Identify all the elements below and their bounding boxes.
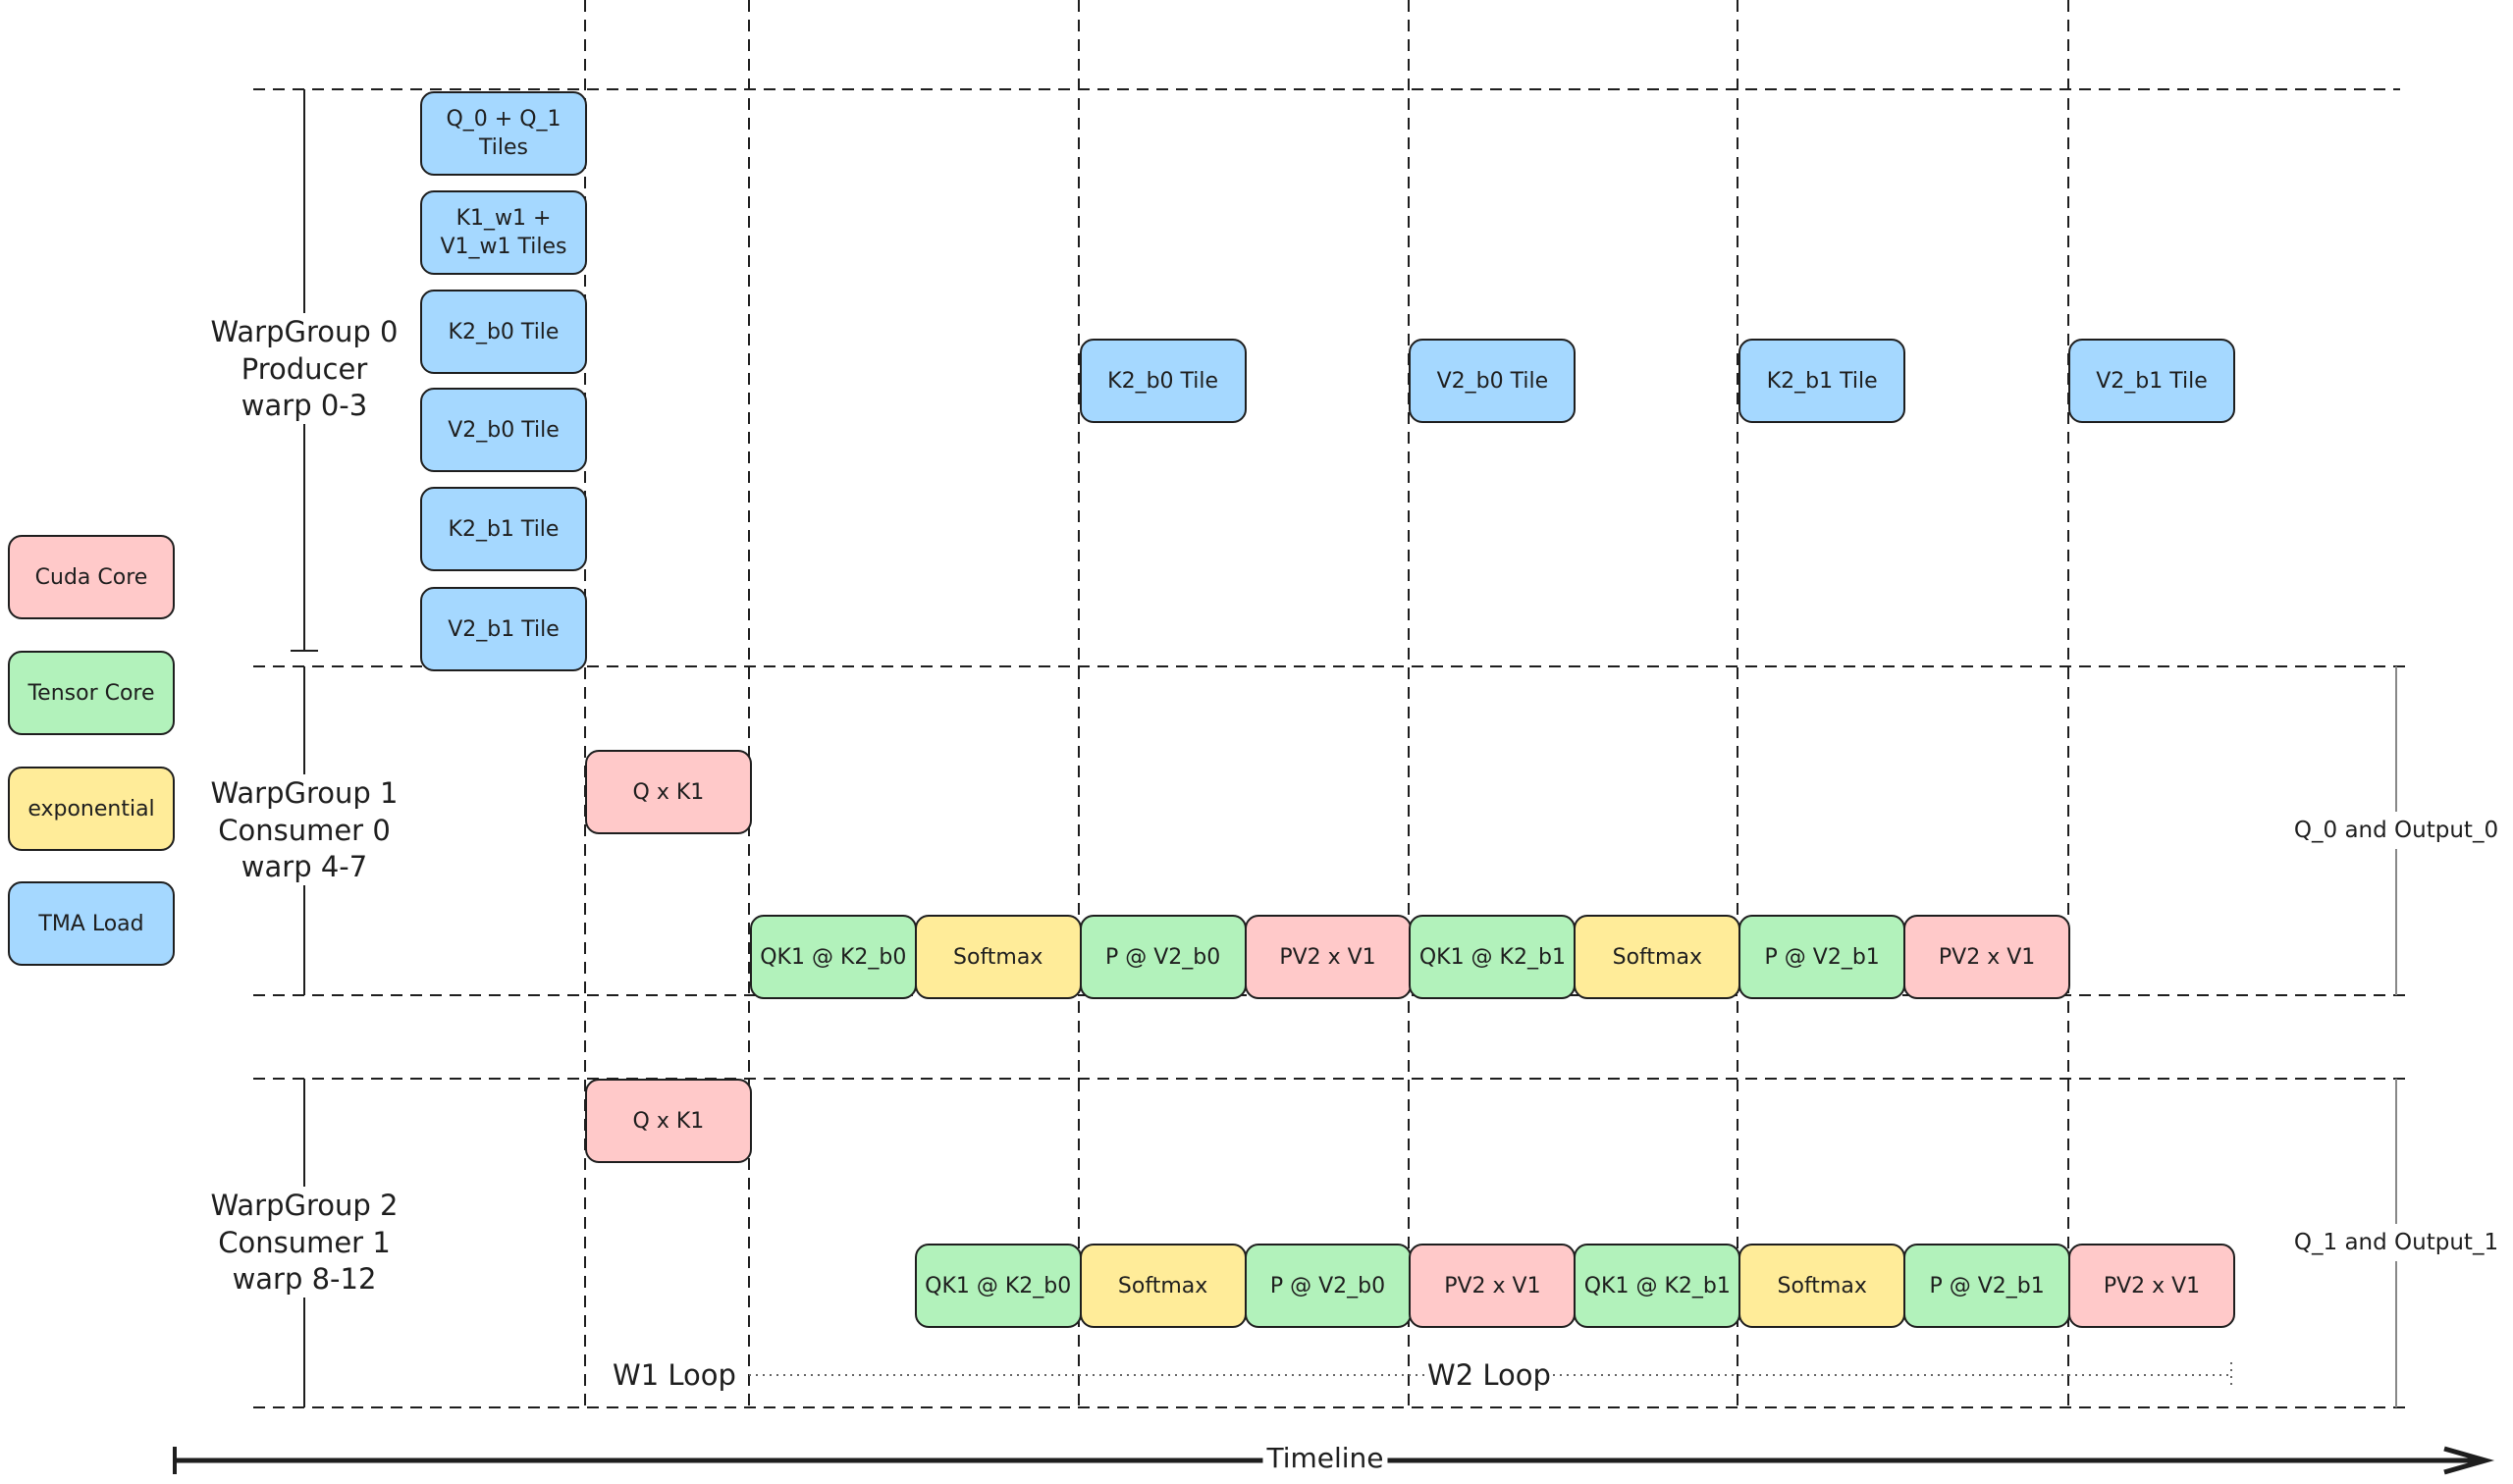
tma-load-box: V2_b0 Tile	[1409, 339, 1577, 423]
exponential-box: Softmax	[914, 915, 1082, 999]
tensor-core-box: QK1 @ K2_b0	[749, 915, 917, 999]
warpgroup-label-line: warp 8-12	[232, 1260, 377, 1298]
cuda-core-box: PV2 x V1	[1244, 915, 1412, 999]
cuda-core-box: PV2 x V1	[1409, 1244, 1577, 1328]
exponential-box: Softmax	[1574, 915, 1741, 999]
warpgroup-label-line: warp 4-7	[241, 848, 368, 885]
tensor-core-box: P @ V2_b0	[1244, 1244, 1412, 1328]
timeline-label: Timeline	[1262, 1440, 1388, 1477]
tensor-core-box: P @ V2_b0	[1079, 915, 1247, 999]
warpgroup-label-line: Consumer 0	[218, 812, 391, 849]
exponential-box: Softmax	[1738, 1244, 1906, 1328]
tensor-core-box: P @ V2_b1	[1738, 915, 1906, 999]
tma-load-box: K2_b0 Tile	[420, 290, 587, 374]
tma-load-box: K2_b1 Tile	[1738, 339, 1906, 423]
legend-exponential: exponential	[8, 767, 175, 851]
tma-load-box: V2_b1 Tile	[2068, 339, 2235, 423]
tma-load-box: K2_b0 Tile	[1079, 339, 1247, 423]
tma-load-box: V2_b1 Tile	[420, 587, 587, 671]
tma-load-box: Q_0 + Q_1 Tiles	[420, 91, 587, 176]
legend-cuda_core: Cuda Core	[8, 535, 175, 619]
tensor-core-box: QK1 @ K2_b1	[1409, 915, 1577, 999]
w2-loop-label: W2 Loop	[1427, 1356, 1551, 1394]
warpgroup-label-line: Consumer 1	[218, 1224, 391, 1261]
cuda-core-box: Q x K1	[584, 1079, 752, 1163]
tensor-core-box: QK1 @ K2_b1	[1574, 1244, 1741, 1328]
cuda-core-box: Q x K1	[584, 750, 752, 834]
legend-tma_load: TMA Load	[8, 881, 175, 966]
warpgroup-label-line: WarpGroup 0	[210, 313, 399, 350]
warpgroup-label-line: WarpGroup 1	[210, 774, 399, 812]
tma-load-box: K2_b1 Tile	[420, 487, 587, 571]
warpgroup-label-line: WarpGroup 2	[210, 1187, 399, 1224]
legend-tensor_core: Tensor Core	[8, 651, 175, 735]
tensor-core-box: P @ V2_b1	[1903, 1244, 2071, 1328]
cuda-core-box: PV2 x V1	[1903, 915, 2071, 999]
exponential-box: Softmax	[1079, 1244, 1247, 1328]
tma-load-box: V2_b0 Tile	[420, 388, 587, 472]
warpgroup-label-line: Producer	[241, 350, 368, 388]
warpgroup-label-line: warp 0-3	[241, 387, 368, 424]
tma-load-box: K1_w1 + V1_w1 Tiles	[420, 190, 587, 275]
tensor-core-box: QK1 @ K2_b0	[914, 1244, 1082, 1328]
group-output-label: Q_0 and Output_0	[2293, 812, 2499, 849]
w2-loop-range	[749, 1362, 2232, 1388]
w1-loop-label: W1 Loop	[613, 1356, 736, 1394]
group-output-label: Q_1 and Output_1	[2293, 1224, 2499, 1261]
cuda-core-box: PV2 x V1	[2068, 1244, 2235, 1328]
